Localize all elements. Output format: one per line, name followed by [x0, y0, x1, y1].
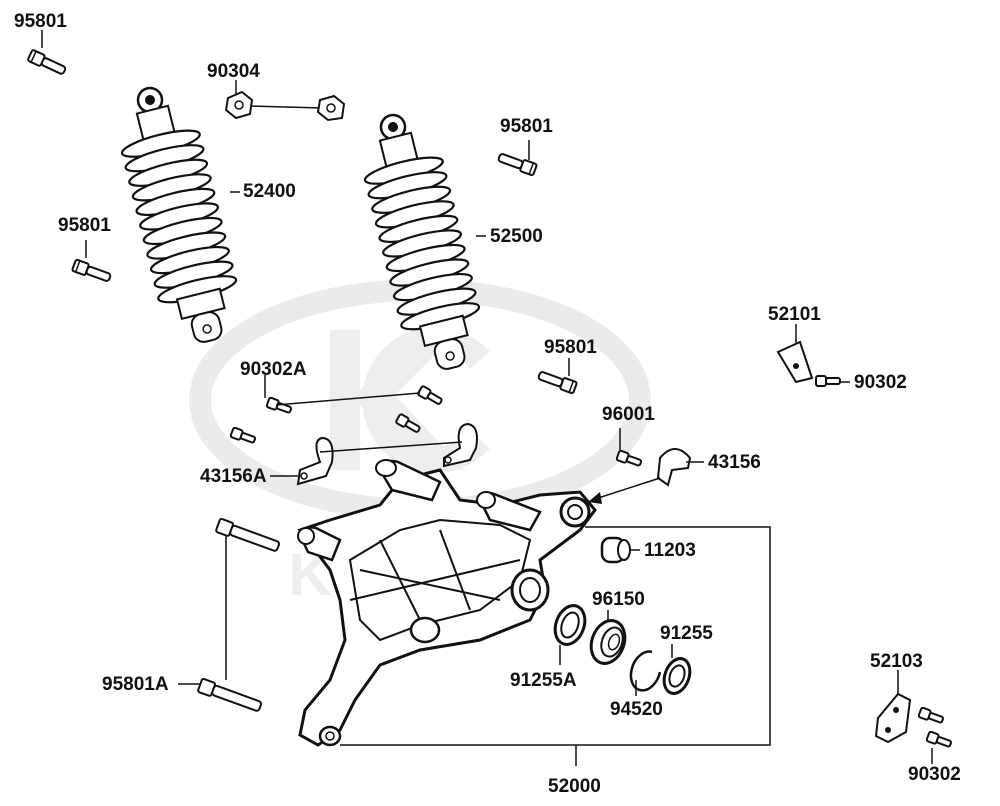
label-bolt-small: 96001	[602, 404, 655, 425]
label-bolt-mid-top: 95801	[500, 116, 553, 137]
label-swing-arm: 52000	[548, 776, 601, 797]
label-clamp-pair: 43156A	[200, 466, 267, 487]
bracket-right	[776, 324, 814, 384]
bolt-set-a	[229, 375, 445, 446]
label-bushing: 11203	[644, 540, 696, 561]
bushing	[600, 536, 640, 564]
bolt-center	[536, 368, 579, 395]
long-bolt-lower	[197, 677, 263, 712]
seal-left	[553, 604, 587, 665]
label-bolt-left-mid: 95801	[58, 215, 111, 236]
label-shock-right: 52500	[490, 226, 543, 247]
plate-bottom-right	[874, 670, 912, 744]
label-bearing: 96150	[592, 589, 645, 610]
long-bolt-upper	[215, 517, 281, 552]
circlip	[629, 650, 662, 696]
clamp-pair	[270, 422, 478, 486]
label-bolt-top-left: 95801	[14, 11, 67, 32]
label-shock-left: 52400	[243, 181, 296, 202]
label-bracket-right: 52101	[768, 304, 821, 325]
label-bolt-center: 95801	[544, 337, 597, 358]
bolt-bottom-right	[917, 706, 954, 764]
label-long-bolt: 95801A	[102, 674, 169, 695]
clamp-right	[588, 448, 704, 504]
label-seal-left: 91255A	[510, 670, 577, 691]
shock-absorber-right	[361, 113, 483, 370]
label-nut-pair: 90304	[207, 61, 260, 82]
swing-arm	[297, 459, 597, 747]
seal-right	[662, 644, 692, 695]
label-bolt-bottom-right: 90302	[908, 764, 961, 785]
bolt-left-mid	[70, 258, 113, 285]
label-bolt-set-a: 90302A	[240, 359, 307, 380]
bolt-top-left	[26, 48, 68, 78]
nut-pair	[224, 80, 346, 122]
label-clamp-right: 43156	[708, 452, 761, 473]
bolt-bracket-right	[815, 375, 841, 387]
label-seal-right: 91255	[660, 623, 713, 644]
label-plate-bottom-right: 52103	[870, 651, 923, 672]
bolt-small	[615, 449, 644, 469]
label-bolt-bracket-right: 90302	[854, 372, 907, 393]
label-circlip: 94520	[610, 699, 663, 720]
shock-absorber-left	[118, 86, 240, 343]
bearing	[589, 610, 627, 665]
bolt-mid-top	[496, 150, 539, 177]
